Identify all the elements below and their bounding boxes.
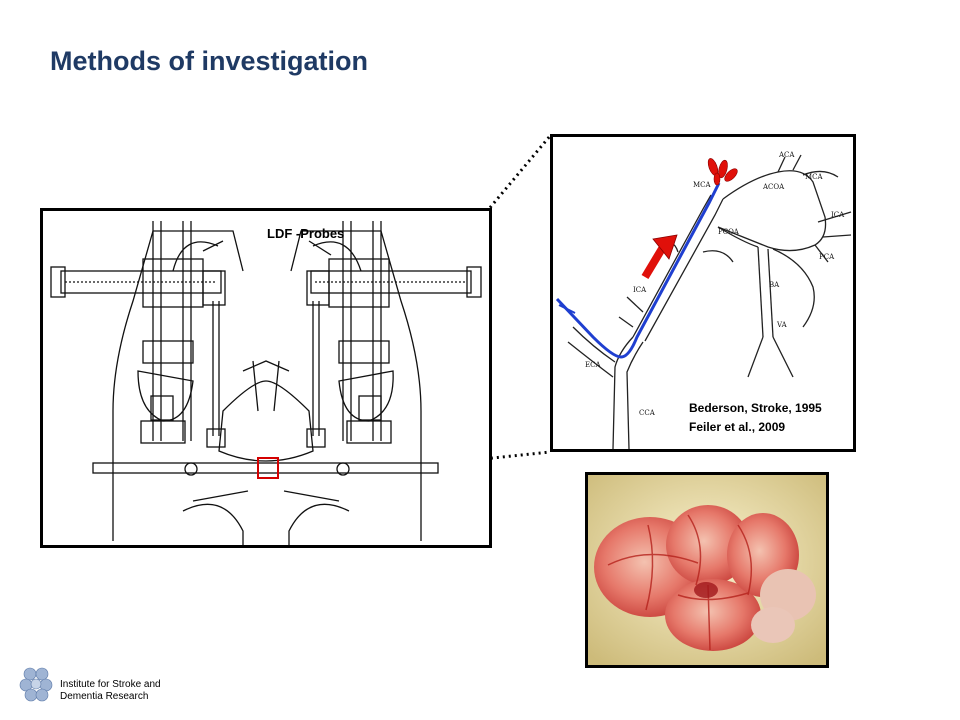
label-ica-right: ICA — [831, 211, 845, 219]
institute-name: Institute for Stroke and Dementia Resear… — [60, 679, 161, 703]
label-mca-top: MCA — [805, 173, 824, 181]
label-pcoa: PCOA — [718, 228, 740, 236]
brain-photo — [585, 472, 829, 668]
institute-name-line2: Dementia Research — [60, 691, 149, 702]
label-eca: ECA — [585, 361, 601, 369]
occlusion-marker — [707, 158, 738, 186]
brain-image — [588, 475, 826, 665]
apparatus-drawing — [50, 221, 482, 545]
label-aca: ACA — [778, 151, 795, 159]
cerebral-vessel-diagram: ACA MCA MCA ACOA ICA PCOA PCA BA VA ICA … — [550, 134, 856, 452]
label-ica: ICA — [633, 286, 647, 294]
citation-feiler: Feiler et al., 2009 — [689, 420, 786, 434]
label-cca: CCA — [639, 409, 656, 417]
label-va: VA — [776, 321, 788, 329]
label-ba: BA — [769, 281, 780, 289]
slide-title: Methods of investigation — [50, 46, 369, 76]
citation-bederson: Bederson, Stroke, 1995 — [689, 401, 822, 415]
vessel-drawing: ACA MCA MCA ACOA ICA PCOA PCA BA VA ICA … — [555, 151, 852, 449]
institute-name-line1: Institute for Stroke and — [60, 679, 161, 690]
red-direction-arrow — [641, 234, 678, 280]
label-acoa: ACOA — [762, 183, 785, 191]
filament-line — [555, 182, 721, 359]
label-pca: PCA — [819, 253, 835, 261]
highlight-box — [257, 457, 279, 479]
institute-logo-icon — [19, 667, 53, 702]
stereotactic-apparatus-figure: LDF -Probes — [40, 208, 492, 548]
ldf-probes-label: LDF -Probes — [267, 226, 345, 241]
label-mca-left: MCA — [693, 181, 712, 189]
